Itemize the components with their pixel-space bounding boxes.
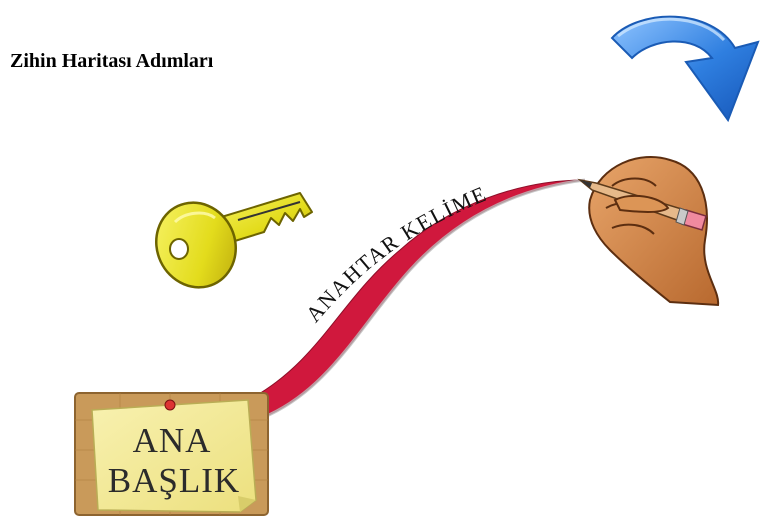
page-title: Zihin Haritası Adımları: [10, 50, 214, 72]
note-line-1: ANA: [133, 421, 212, 460]
note-line-2: BAŞLIK: [108, 461, 240, 500]
curve-label: ANAHTAR KELİME: [301, 181, 491, 327]
connection-curve: [251, 178, 586, 420]
curved-arrow-icon: [610, 15, 760, 123]
hand-pencil-icon: [577, 155, 720, 307]
key-icon: [155, 192, 313, 289]
sticky-note-icon: [74, 392, 269, 516]
